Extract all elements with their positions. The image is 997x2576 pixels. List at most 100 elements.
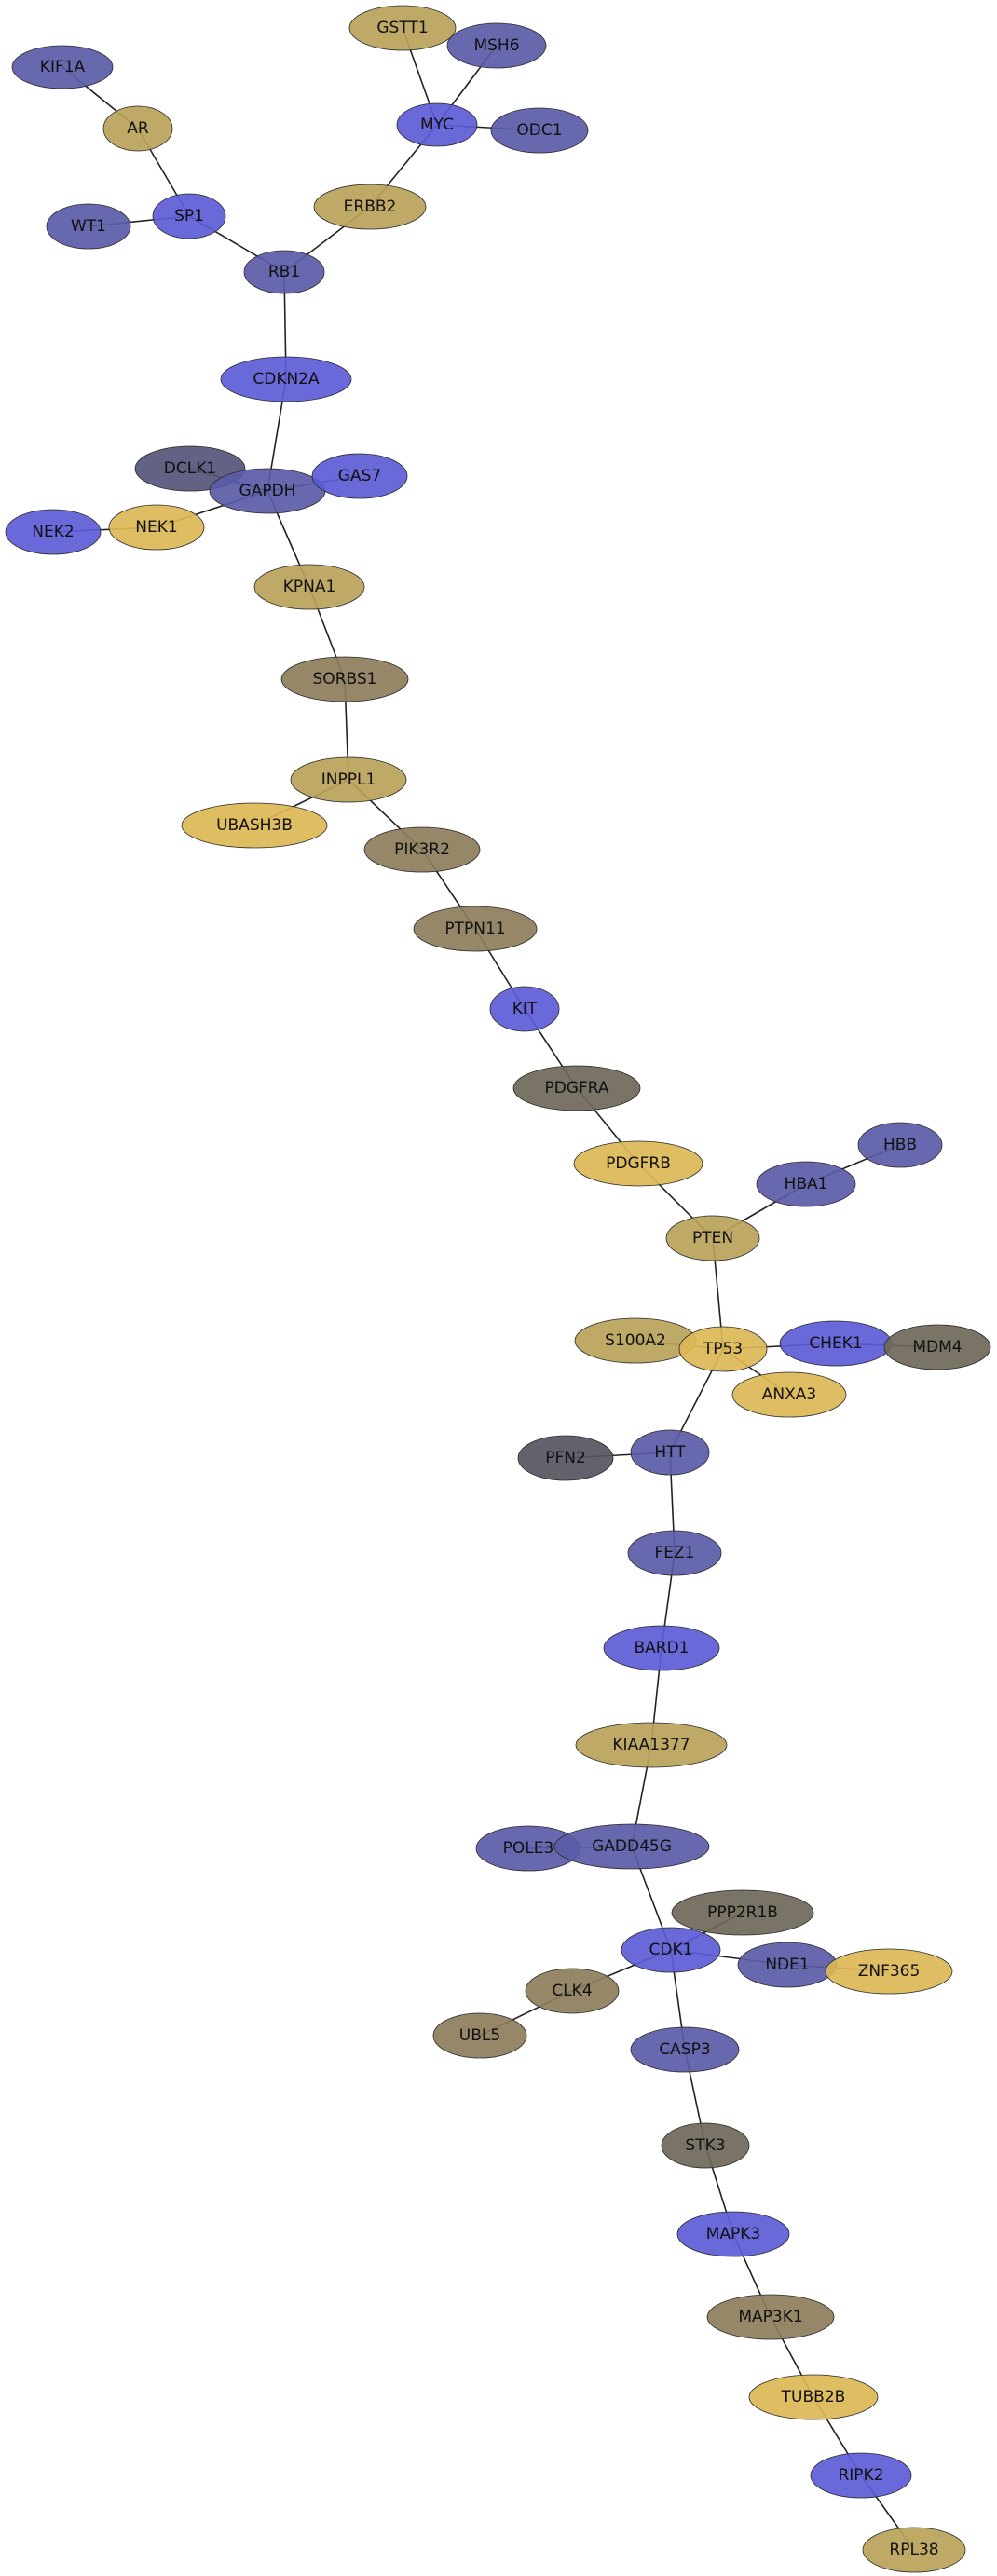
node-anxa3[interactable]: ANXA3: [731, 1371, 847, 1418]
node-label: ERBB2: [344, 198, 397, 216]
node-label: HBB: [883, 1136, 917, 1154]
node-label: NEK2: [32, 523, 74, 541]
node-ellipse: [102, 105, 173, 152]
node-ellipse: [108, 504, 205, 551]
node-label: POLE3: [503, 1839, 554, 1858]
node-ellipse: [5, 509, 102, 555]
node-ellipse: [862, 2527, 966, 2573]
node-htt[interactable]: HTT: [630, 1429, 710, 1476]
node-kit[interactable]: KIT: [489, 986, 560, 1032]
node-label: HBA1: [785, 1175, 828, 1193]
node-hbb[interactable]: HBB: [857, 1122, 943, 1168]
node-ellipse: [573, 1140, 703, 1187]
node-ellipse: [857, 1122, 943, 1168]
node-pik3r2[interactable]: PIK3R2: [363, 826, 481, 873]
node-label: CLK4: [552, 1982, 592, 2000]
node-ellipse: [152, 193, 226, 239]
node-label: HTT: [654, 1443, 686, 1462]
node-rb1[interactable]: RB1: [243, 250, 325, 294]
node-casp3[interactable]: CASP3: [630, 2026, 740, 2073]
node-cdk1[interactable]: CDK1: [621, 1927, 721, 1973]
node-pten[interactable]: PTEN: [665, 1215, 760, 1261]
node-ellipse: [665, 1215, 760, 1261]
node-bard1[interactable]: BARD1: [603, 1625, 720, 1671]
node-gas7[interactable]: GAS7: [311, 453, 408, 499]
node-ellipse: [489, 986, 560, 1032]
node-ellipse: [517, 1435, 614, 1481]
node-gapdh[interactable]: GAPDH: [209, 468, 326, 514]
node-label: MYC: [420, 116, 454, 134]
node-nek1[interactable]: NEK1: [108, 504, 205, 551]
node-gstt1[interactable]: GSTT1: [348, 5, 457, 51]
node-label: PTPN11: [444, 920, 505, 938]
node-ellipse: [290, 756, 407, 803]
node-ptpn11[interactable]: PTPN11: [413, 906, 538, 952]
node-ubl5[interactable]: UBL5: [432, 2012, 527, 2059]
node-nde1[interactable]: NDE1: [737, 1942, 838, 1988]
node-label: GAS7: [338, 467, 381, 485]
node-label: KIF1A: [40, 58, 86, 76]
node-label: S100A2: [605, 1331, 666, 1350]
node-kpna1[interactable]: KPNA1: [253, 564, 365, 610]
node-tubb2b[interactable]: TUBB2B: [748, 2374, 879, 2420]
node-nek2[interactable]: NEK2: [5, 509, 102, 555]
node-s100a2[interactable]: S100A2: [574, 1317, 697, 1364]
node-ellipse: [627, 1530, 722, 1576]
node-msh6[interactable]: MSH6: [446, 22, 547, 69]
node-label: DCLK1: [164, 459, 216, 478]
node-sp1[interactable]: SP1: [152, 193, 226, 239]
node-label: STK3: [685, 2136, 725, 2155]
node-ellipse: [661, 2122, 750, 2169]
node-myc[interactable]: MYC: [396, 102, 478, 147]
node-mapk3[interactable]: MAPK3: [676, 2211, 790, 2257]
node-label: PTEN: [692, 1229, 733, 1247]
node-inppl1[interactable]: INPPL1: [290, 756, 407, 803]
node-mdm4[interactable]: MDM4: [883, 1324, 991, 1370]
node-pole3[interactable]: POLE3: [475, 1825, 581, 1872]
node-label: UBASH3B: [216, 816, 293, 835]
node-label: CHEK1: [809, 1334, 862, 1353]
node-ellipse: [46, 203, 131, 250]
node-hba1[interactable]: HBA1: [756, 1161, 856, 1207]
node-cdkn2a[interactable]: CDKN2A: [220, 356, 352, 402]
node-kiaa1377[interactable]: KIAA1377: [575, 1722, 728, 1768]
node-erbb2[interactable]: ERBB2: [313, 184, 427, 230]
node-odc1[interactable]: ODC1: [490, 107, 589, 154]
node-fez1[interactable]: FEZ1: [627, 1530, 722, 1576]
node-ellipse: [11, 45, 114, 89]
node-znf365[interactable]: ZNF365: [825, 1948, 953, 1995]
node-tp53[interactable]: TP53: [678, 1326, 768, 1372]
node-wt1[interactable]: WT1: [46, 203, 131, 250]
node-ellipse: [446, 22, 547, 69]
node-label: RPL38: [889, 2541, 938, 2559]
node-ellipse: [553, 1823, 710, 1870]
node-label: CASP3: [659, 2040, 710, 2059]
node-rpl38[interactable]: RPL38: [862, 2527, 966, 2573]
node-kif1a[interactable]: KIF1A: [11, 45, 114, 89]
node-stk3[interactable]: STK3: [661, 2122, 750, 2169]
node-ripk2[interactable]: RIPK2: [810, 2452, 912, 2499]
node-label: RB1: [268, 263, 300, 281]
node-label: RIPK2: [838, 2466, 883, 2485]
node-chek1[interactable]: CHEK1: [779, 1320, 893, 1367]
node-map3k1[interactable]: MAP3K1: [706, 2294, 835, 2340]
node-label: TUBB2B: [781, 2388, 846, 2406]
node-pfn2[interactable]: PFN2: [517, 1435, 614, 1481]
node-ppp2r1b[interactable]: PPP2R1B: [671, 1889, 814, 1936]
node-gadd45g[interactable]: GADD45G: [553, 1823, 710, 1870]
node-pdgfrb[interactable]: PDGFRB: [573, 1140, 703, 1187]
node-ellipse: [756, 1161, 856, 1207]
node-ar[interactable]: AR: [102, 105, 173, 152]
node-ellipse: [253, 564, 365, 610]
node-sorbs1[interactable]: SORBS1: [280, 656, 409, 702]
node-clk4[interactable]: CLK4: [525, 1968, 620, 2014]
node-label: AR: [127, 119, 149, 138]
node-ellipse: [603, 1625, 720, 1671]
node-ubash3b[interactable]: UBASH3B: [181, 802, 328, 849]
node-label: WT1: [71, 217, 106, 236]
node-pdgfra[interactable]: PDGFRA: [512, 1065, 641, 1111]
node-label: PIK3R2: [394, 840, 450, 859]
node-ellipse: [512, 1065, 641, 1111]
node-ellipse: [311, 453, 408, 499]
